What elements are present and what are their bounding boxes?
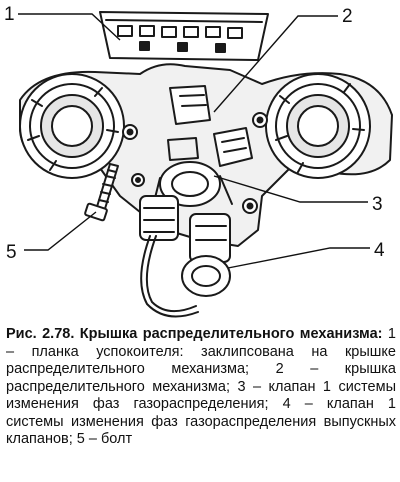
cover-bolts (122, 112, 268, 214)
callout-2: 2 (342, 6, 353, 27)
caption-title: Рис. 2.78. Крышка распределительного мех… (6, 326, 383, 342)
timing-cover-illustration: 1 2 3 4 5 (4, 4, 393, 318)
caption-body: 1 – планка успокоителя: заклипсована на … (6, 326, 396, 447)
callout-5: 5 (6, 242, 17, 263)
damper-strip (99, 11, 269, 61)
leader-line-3 (213, 175, 368, 203)
vvt-valve-intake (139, 161, 233, 241)
vvt-valve-exhaust (181, 213, 231, 297)
leader-line-5 (24, 211, 97, 251)
leader-line-4 (227, 247, 370, 269)
leader-line-1 (18, 13, 121, 41)
left-camshaft-seal (19, 73, 125, 179)
leader-line-2 (213, 15, 338, 113)
callout-3: 3 (372, 194, 383, 215)
figure-caption: Рис. 2.78. Крышка распределительного мех… (6, 326, 396, 449)
right-camshaft-seal (265, 73, 371, 179)
valve-wire (145, 235, 197, 313)
callout-4: 4 (374, 240, 385, 261)
callout-1: 1 (4, 4, 15, 25)
